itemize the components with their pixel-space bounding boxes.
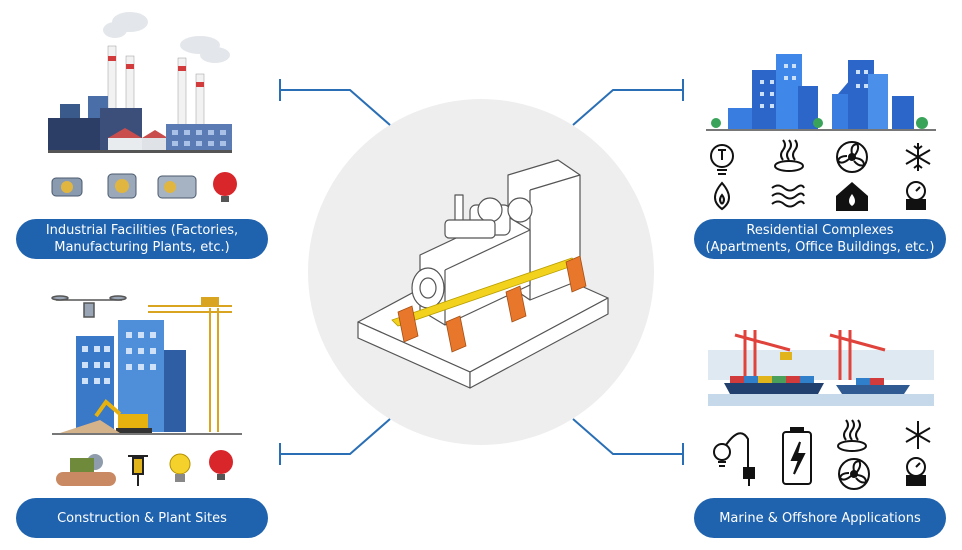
air-flow-icon [771,184,805,208]
fan-icon-2 [838,458,870,490]
connector-bottom-left [280,418,391,455]
connector-top-left [280,89,391,126]
hot-water-icon [714,181,730,211]
heating-icon-2 [837,419,867,452]
jackhammer-icon [128,455,148,486]
motor-icon [51,177,83,197]
lightbulb-plug-icon [713,432,755,486]
snowflake-icon-2 [905,421,931,449]
snowflake-icon [905,143,931,171]
marine-offshore-label: Marine & Offshore Applications [694,498,946,538]
tower-crane [148,297,232,432]
welder-icon [56,454,116,486]
industrial-facilities-label: Industrial Facilities (Factories, Manufa… [16,219,268,259]
compressor-icon [157,175,197,199]
connector-bottom-right [572,418,683,455]
connector-top-right [572,89,683,126]
fan-icon [836,141,868,173]
lightbulb-icon [710,144,734,175]
pump-icon [107,173,137,199]
residential-complexes-label: Residential Complexes (Apartments, Offic… [694,219,946,259]
lightbulb-color-icon [169,453,191,482]
bell-icon [906,181,926,210]
alarm-bell-icon [213,172,237,202]
excavator-icon [94,399,152,433]
house-heating-icon [836,182,868,211]
construction-sites-label: Construction & Plant Sites [16,498,268,538]
drone-icon [51,295,127,318]
battery-icon [782,427,812,485]
bell-icon-2 [906,457,926,486]
alarm-bell-icon-2 [209,450,233,480]
heating-icon [774,139,804,172]
